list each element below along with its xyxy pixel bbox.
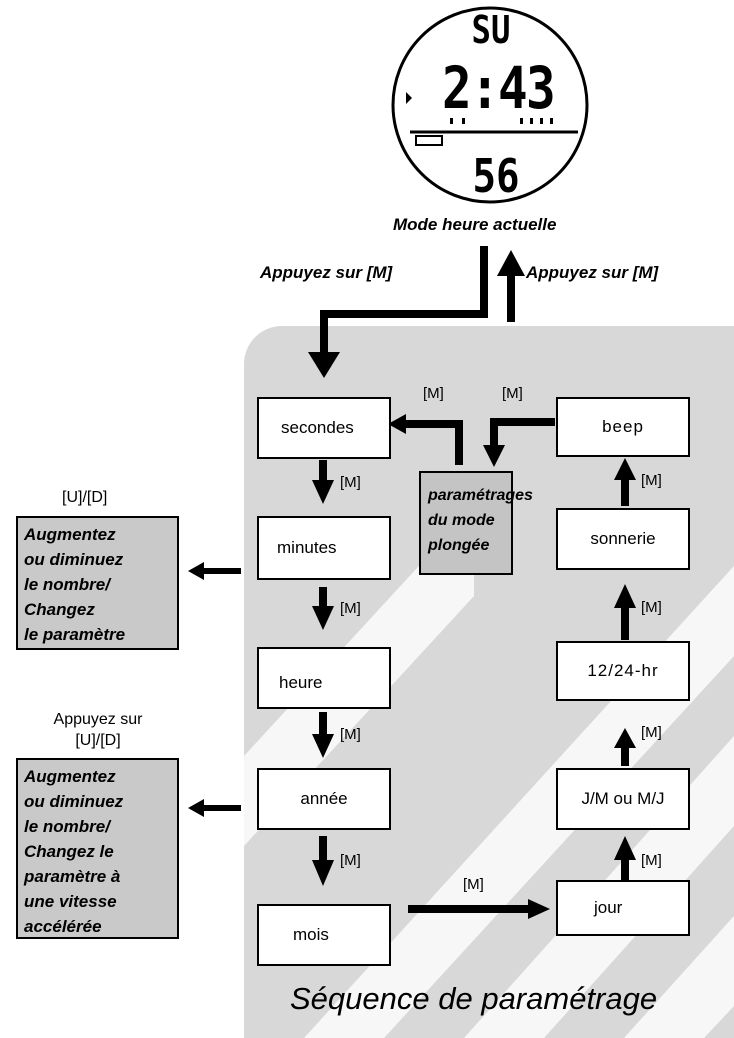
arrow-minutes-to-hour	[312, 587, 334, 630]
info2-line-3: le nombre/	[24, 817, 110, 836]
m-label-beep-to-dive: [M]	[502, 385, 523, 402]
arrow-year-to-month	[312, 836, 334, 886]
arrow-beep-to-dive	[483, 418, 555, 467]
m-label-dateformat-to-hourformat: [M]	[641, 724, 662, 741]
m-label-dive-to-seconds: [M]	[423, 385, 444, 402]
dive-settings-line-2: du mode	[428, 512, 495, 529]
info1-line-3: le nombre/	[24, 575, 110, 594]
date-format-box: J/M ou M/J	[556, 768, 690, 830]
info2-line-7: accélérée	[24, 917, 102, 936]
info1-line-2: ou diminuez	[24, 550, 124, 569]
arrow-dateformat-to-hourformat	[614, 728, 636, 766]
day-box-label: jour	[594, 898, 623, 917]
alarm-box: sonnerie	[556, 508, 690, 570]
info2-box: Augmentez ou diminuez le nombre/ Changez…	[16, 758, 179, 939]
minutes-box: minutes	[257, 516, 391, 580]
info2-key-line-2: [U]/[D]	[75, 732, 121, 749]
info1-key-label: [U]/[D]	[62, 489, 108, 506]
mode-caption: Mode heure actuelle	[393, 215, 557, 234]
info2-line-1: Augmentez	[24, 767, 116, 786]
beep-box-label: beep	[602, 417, 644, 436]
info2-line-2: ou diminuez	[24, 792, 124, 811]
m-label-day-to-dateformat: [M]	[641, 852, 662, 869]
m-label-seconds-to-minutes: [M]	[340, 474, 361, 491]
press-m-label-right: Appuyez sur [M]	[526, 263, 659, 282]
info2-key-label: Appuyez sur [U]/[D]	[26, 709, 170, 751]
year-box: année	[257, 768, 391, 830]
year-box-label: année	[300, 789, 348, 808]
dive-settings-line-3: plongée	[428, 537, 490, 554]
arrow-watch-to-seconds	[308, 246, 488, 378]
arrow-day-to-dateformat	[614, 836, 636, 880]
minutes-box-label: minutes	[277, 538, 337, 557]
watch-face	[391, 6, 589, 204]
hour-box-label: heure	[279, 673, 323, 692]
arrow-month-to-day	[408, 899, 550, 919]
m-label-hour-to-year: [M]	[340, 726, 361, 743]
beep-box: beep	[556, 397, 690, 457]
m-label-alarm-to-beep: [M]	[641, 472, 662, 489]
arrow-to-info2	[188, 799, 241, 817]
hour-format-box: 12/24-hr	[556, 641, 690, 701]
info2-key-line-1: Appuyez sur	[53, 711, 143, 728]
info2-line-6: une vitesse	[24, 892, 117, 911]
press-m-label-left: Appuyez sur [M]	[260, 263, 393, 282]
hour-format-box-label: 12/24-hr	[587, 661, 659, 680]
watch-day-readout: SU	[471, 8, 511, 52]
arrow-return-to-watch	[497, 250, 525, 322]
info2-line-4: Changez le	[24, 842, 114, 861]
watch-time-readout: 2:43	[442, 54, 556, 122]
seconds-box: secondes	[257, 397, 391, 459]
arrow-hourformat-to-alarm	[614, 584, 636, 640]
m-label-year-to-month: [M]	[340, 852, 361, 869]
arrow-hour-to-year	[312, 712, 334, 758]
watch-seconds-readout: 56	[472, 149, 520, 203]
month-box-label: mois	[293, 925, 329, 944]
info1-line-1: Augmentez	[24, 525, 116, 544]
m-label-hourformat-to-alarm: [M]	[641, 599, 662, 616]
m-label-month-to-day: [M]	[463, 876, 484, 893]
seconds-box-label: secondes	[281, 418, 354, 437]
arrow-seconds-to-minutes	[312, 460, 334, 504]
m-label-minutes-to-hour: [M]	[340, 600, 361, 617]
alarm-box-label: sonnerie	[590, 529, 656, 548]
dive-settings-line-1: paramétrages	[428, 487, 533, 504]
sequence-title: Séquence de paramétrage	[290, 981, 658, 1016]
month-box: mois	[257, 904, 391, 966]
info1-line-5: le paramètre	[24, 625, 126, 644]
arrow-dive-to-seconds	[388, 414, 463, 465]
day-box: jour	[556, 880, 690, 936]
info1-box: Augmentez ou diminuez le nombre/ Changez…	[16, 516, 179, 650]
info2-line-5: paramètre à	[24, 867, 121, 886]
date-format-box-label: J/M ou M/J	[581, 789, 665, 808]
arrow-to-info1	[188, 562, 241, 580]
hour-box: heure	[257, 647, 391, 709]
info1-line-4: Changez	[24, 600, 95, 619]
dive-settings-box: paramétrages du mode plongée	[419, 471, 533, 575]
arrow-alarm-to-beep	[614, 458, 636, 506]
